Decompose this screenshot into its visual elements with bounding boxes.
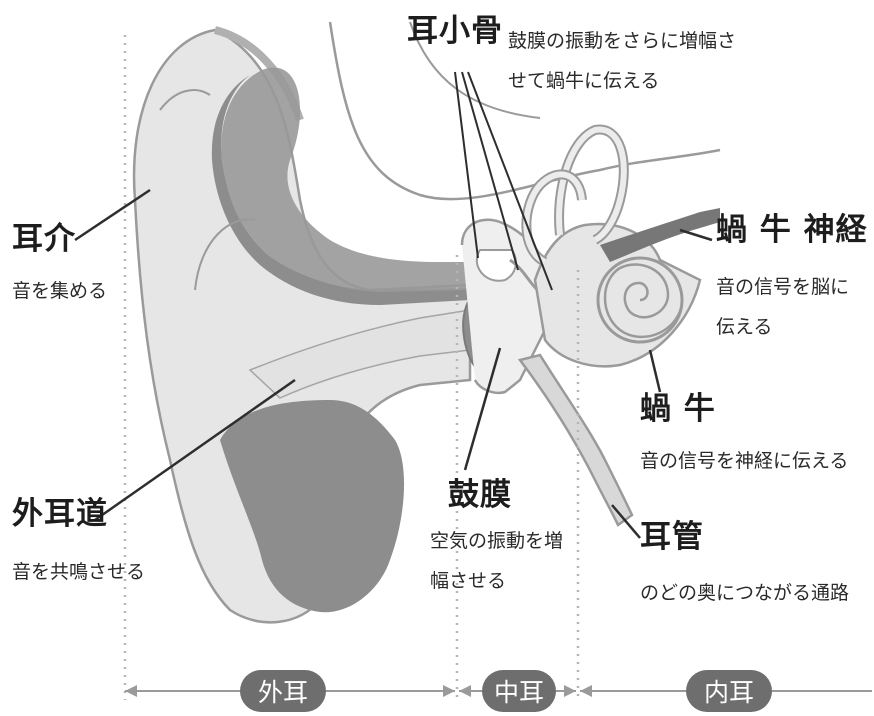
eardrum-title: 鼓膜	[448, 477, 512, 513]
section-inner-ear: 内耳	[686, 670, 772, 712]
arrow-middle-left	[459, 685, 471, 697]
semicircular-canal-2-inner	[523, 171, 585, 265]
ear-canal-title: 外耳道	[12, 496, 108, 532]
arrow-outer-left	[125, 685, 137, 697]
earlobe-dark	[220, 400, 405, 613]
ossicles-desc-line1: 鼓膜の振動をさらに増幅さ	[508, 30, 737, 52]
antihelix-dark	[221, 67, 470, 293]
eustachian-tube-title: 耳管	[640, 519, 704, 555]
cochlea-spiral	[603, 263, 684, 339]
eardrum-desc-line2: 幅させる	[430, 570, 507, 592]
auricle-title: 耳介	[12, 221, 76, 257]
arrow-outer-right	[443, 685, 455, 697]
leader-cochlear-nerve	[679, 228, 713, 242]
cochlea-desc: 音の信号を神経に伝える	[640, 450, 849, 472]
section-middle-ear: 中耳	[482, 670, 556, 712]
leader-auricle	[74, 188, 151, 242]
ear-canal-desc: 音を共鳴させる	[12, 561, 146, 583]
cochlear-nerve-desc-line2: 伝える	[716, 316, 773, 338]
pinna-fold-2	[159, 89, 211, 111]
leader-ear-canal	[94, 378, 296, 522]
cochlea-title: 蝸 牛	[640, 391, 716, 427]
cochlear-nerve-title: 蝸 牛 神経	[716, 212, 868, 248]
ossicles-desc-line2: せて蝸牛に伝える	[508, 70, 660, 92]
head-contour	[328, 21, 721, 201]
leader-eustachian-tube	[611, 504, 641, 539]
eustachian-tube-desc: のどの奥につながる通路	[640, 582, 850, 604]
cochlear-nerve-shape	[600, 208, 720, 262]
arrow-inner-left	[580, 685, 592, 697]
leader-ossicles-1	[454, 71, 479, 259]
section-outer-ear: 外耳	[240, 670, 326, 712]
eustachian-tube-shape	[517, 353, 634, 527]
arrow-middle-right	[564, 685, 576, 697]
leader-ossicles-3	[467, 71, 553, 291]
eardrum-desc-line1: 空気の振動を増	[430, 530, 564, 552]
leader-eardrum	[463, 347, 502, 471]
auricle-desc: 音を集める	[12, 280, 108, 302]
leader-cochlea	[648, 349, 662, 393]
leader-ossicles-2	[461, 71, 519, 271]
pinna-fold	[194, 218, 256, 291]
ossicles-title: 耳小骨	[407, 13, 503, 49]
cochlear-nerve-desc-line1: 音の信号を脳に	[716, 276, 850, 298]
